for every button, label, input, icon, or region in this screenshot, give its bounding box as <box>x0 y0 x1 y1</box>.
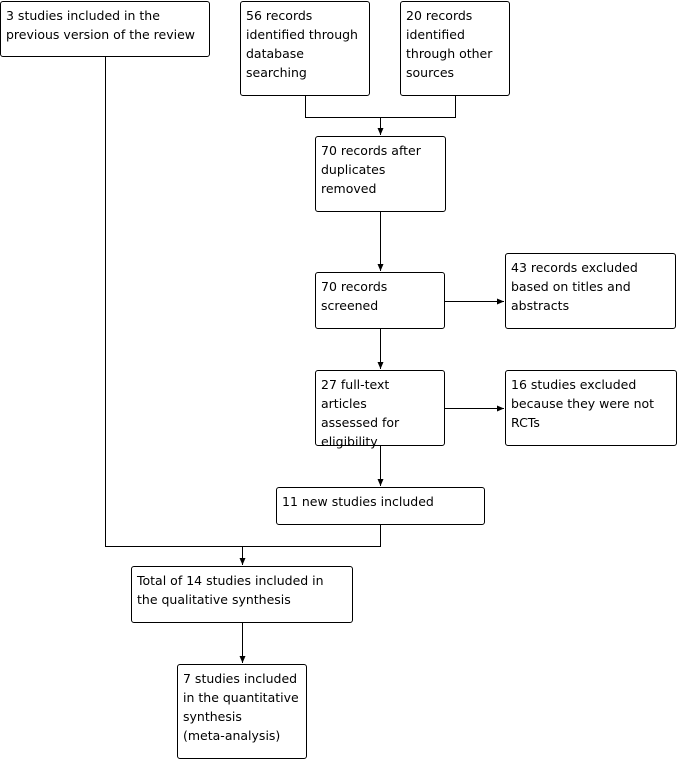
box-database-records: 56 records identified through database s… <box>240 1 370 96</box>
box-new-studies-included: 11 new studies included <box>276 487 485 525</box>
box-line: because they were not <box>511 396 655 411</box>
box-line: 3 studies included in the <box>6 8 160 23</box>
box-line: RCTs <box>511 415 540 430</box>
box-line: identified <box>406 27 465 42</box>
box-line: 43 records excluded <box>511 260 638 275</box>
box-line: duplicates <box>321 162 386 177</box>
box-line: the qualitative synthesis <box>137 592 291 607</box>
box-line: in the quantitative <box>183 690 299 705</box>
box-line: (meta-analysis) <box>183 728 281 743</box>
box-line: searching <box>246 65 307 80</box>
box-line: database <box>246 46 304 61</box>
box-line: removed <box>321 181 377 196</box>
connector-other-to-merge <box>380 96 456 118</box>
box-line: 11 new studies included <box>282 494 434 509</box>
box-line: 56 records <box>246 8 313 23</box>
box-line: based on titles and <box>511 279 631 294</box>
box-line: 70 records <box>321 279 388 294</box>
box-line: identified through <box>246 27 358 42</box>
box-other-sources: 20 records identified through other sour… <box>400 1 510 96</box>
box-line: 7 studies included <box>183 671 298 686</box>
box-line: 27 full-text articles <box>321 377 390 411</box>
box-quantitative-synthesis: 7 studies included in the quantitative s… <box>177 664 307 759</box>
connector-previous-to-merge <box>105 57 243 547</box>
box-line: assessed for <box>321 415 400 430</box>
box-excluded-titles: 43 records excluded based on titles and … <box>505 253 676 329</box>
box-line: eligibility <box>321 434 378 449</box>
box-line: screened <box>321 298 379 313</box>
box-previous-review: 3 studies included in the previous versi… <box>0 1 210 57</box>
box-line: 16 studies excluded <box>511 377 637 392</box>
box-line: abstracts <box>511 298 570 313</box>
box-line: through other <box>406 46 493 61</box>
box-line: sources <box>406 65 455 80</box>
box-line: previous version of the review <box>6 27 196 42</box>
box-line: Total of 14 studies included in <box>137 573 324 588</box>
box-after-duplicates: 70 records after duplicates removed <box>315 136 446 212</box>
box-line: 20 records <box>406 8 473 23</box>
connector-new-to-merge <box>242 525 381 547</box>
box-line: synthesis <box>183 709 242 724</box>
box-line: 70 records after <box>321 143 421 158</box>
connector-database-to-merge <box>305 96 381 118</box>
box-excluded-not-rct: 16 studies excluded because they were no… <box>505 370 677 446</box>
box-records-screened: 70 records screened <box>315 272 445 329</box>
box-fulltext-assessed: 27 full-text articles assessed for eligi… <box>315 370 445 449</box>
box-qualitative-synthesis: Total of 14 studies included in the qual… <box>131 566 353 623</box>
